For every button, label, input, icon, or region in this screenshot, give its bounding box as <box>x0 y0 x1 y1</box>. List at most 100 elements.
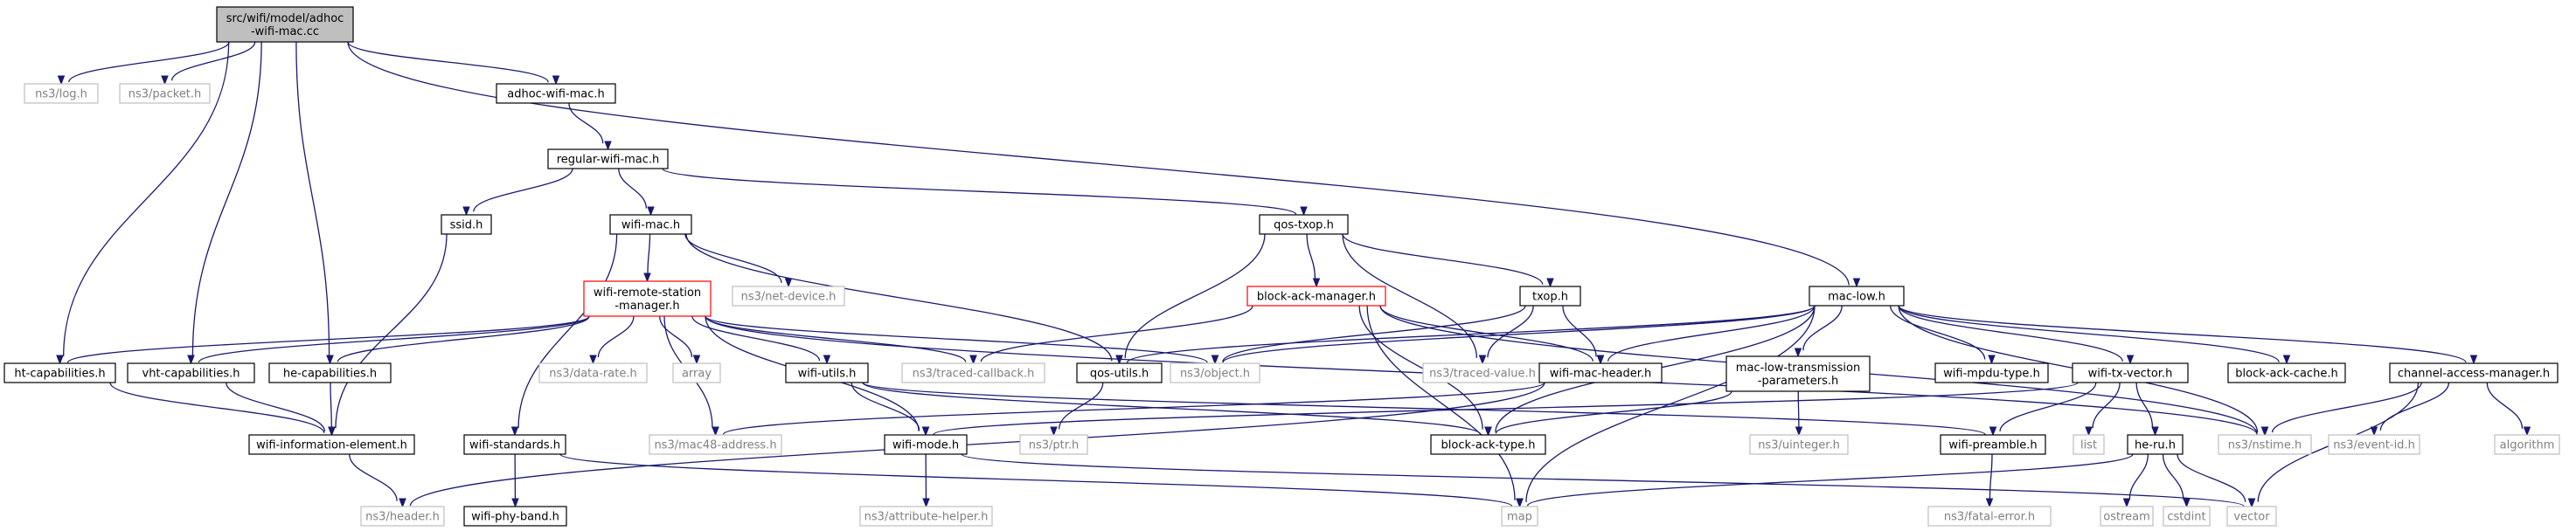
edge-line <box>198 315 590 363</box>
edge-arrowhead <box>784 278 793 288</box>
node-label: he-ru.h <box>2135 439 2176 452</box>
node-label: wifi-mode.h <box>892 439 959 452</box>
edge-remote-to-wifiutils <box>691 315 831 365</box>
node-box <box>496 83 616 104</box>
node-batype[interactable]: block-ack-type.h <box>1430 434 1546 455</box>
edge-arrowhead <box>1478 355 1487 365</box>
node-hecap[interactable]: he-capabilities.h <box>268 362 392 383</box>
node-box <box>649 434 782 455</box>
edge-wifimac-to-standards <box>510 233 618 437</box>
node-label: wifi-mac.h <box>621 219 680 232</box>
node-box <box>1927 506 2052 527</box>
node-wifiutils[interactable]: wifi-utils.h <box>785 362 869 383</box>
node-heru[interactable]: he-ru.h <box>2127 434 2184 455</box>
node-label: wifi-mpdu-type.h <box>1943 368 2040 381</box>
node-netdevice[interactable]: ns3/net-device.h <box>732 286 845 307</box>
edge-maclow-to-qosutils <box>1115 305 1816 365</box>
node-eventid[interactable]: ns3/event-id.h <box>2328 434 2420 455</box>
node-regular[interactable]: regular-wifi-mac.h <box>547 148 669 169</box>
node-ostream[interactable]: ostream <box>2100 506 2154 527</box>
edge-cam-to-algorithm <box>2486 382 2531 437</box>
node-txop[interactable]: txop.h <box>1519 286 1581 307</box>
node-object[interactable]: ns3/object.h <box>1170 362 1260 383</box>
node-label: wifi-remote-station <box>594 286 701 300</box>
node-header[interactable]: ns3/header.h <box>360 506 445 527</box>
node-preamble[interactable]: wifi-preamble.h <box>1940 434 2046 455</box>
node-txvector[interactable]: wifi-tx-vector.h <box>2072 362 2189 383</box>
node-log[interactable]: ns3/log.h <box>24 83 99 104</box>
node-mac48[interactable]: ns3/mac48-address.h <box>649 434 782 455</box>
edge-line <box>409 382 1545 507</box>
edge-line <box>295 41 330 356</box>
edge-line <box>980 305 1253 362</box>
node-cstdint[interactable]: cstdint <box>2163 506 2211 527</box>
node-standards[interactable]: wifi-standards.h <box>463 434 566 455</box>
node-packet[interactable]: ns3/packet.h <box>119 83 211 104</box>
node-htcap[interactable]: ht-capabilities.h <box>3 362 116 383</box>
node-tracedval[interactable]: ns3/traced-value.h <box>1422 362 1543 383</box>
node-mode[interactable]: wifi-mode.h <box>884 434 968 455</box>
node-map[interactable]: map <box>1501 506 1538 527</box>
node-qosutils[interactable]: qos-utils.h <box>1076 362 1163 383</box>
edge-arrowhead <box>1794 348 1802 358</box>
node-ssid[interactable]: ssid.h <box>441 214 492 235</box>
edge-line <box>2135 382 2154 428</box>
edge-arrowhead <box>328 426 336 437</box>
edge-remote-to-tracedcb <box>705 315 977 365</box>
node-box <box>2218 434 2312 455</box>
node-nstime[interactable]: ns3/nstime.h <box>2218 434 2312 455</box>
node-label: wifi-information-element.h <box>256 439 407 452</box>
node-box <box>1725 355 1871 392</box>
edge-line <box>337 315 590 362</box>
node-cam[interactable]: channel-access-manager.h <box>2389 362 2559 383</box>
edge-arrowhead <box>187 355 195 365</box>
node-wifimac[interactable]: wifi-mac.h <box>609 214 692 235</box>
node-adhoc[interactable]: adhoc-wifi-mac.h <box>496 83 616 104</box>
node-qostxop[interactable]: qos-txop.h <box>1259 214 1349 235</box>
node-datarate[interactable]: ns3/data-rate.h <box>538 362 648 383</box>
node-mpdutype[interactable]: wifi-mpdu-type.h <box>1934 362 2049 383</box>
node-box <box>538 362 648 383</box>
node-machdr[interactable]: wifi-mac-header.h <box>1538 362 1663 383</box>
edge-line <box>2486 382 2524 429</box>
node-tracedcb[interactable]: ns3/traced-callback.h <box>901 362 1045 383</box>
edge-heru-to-ostream <box>2122 453 2149 508</box>
edge-line <box>1342 233 1478 358</box>
node-box <box>268 362 392 383</box>
node-maclow[interactable]: mac-low.h <box>1809 286 1905 307</box>
edge-line <box>2092 382 2121 429</box>
edge-line <box>517 233 618 428</box>
node-label: ns3/uinteger.h <box>1758 439 1840 452</box>
edge-line <box>1989 453 1993 500</box>
node-vhtcap[interactable]: vht-capabilities.h <box>127 362 255 383</box>
edge-infoel-to-header <box>349 453 406 508</box>
node-label: ns3/header.h <box>365 511 440 524</box>
edge-line <box>347 41 1850 286</box>
node-ptr[interactable]: ns3/ptr.h <box>1019 434 1088 455</box>
edge-line <box>1802 305 1843 351</box>
node-root[interactable]: src/wifi/model/adhoc-wifi-mac.cc <box>216 6 354 43</box>
node-infoel[interactable]: wifi-information-element.h <box>248 434 415 455</box>
node-label: array <box>682 368 712 381</box>
node-remote[interactable]: wifi-remote-station-manager.h <box>583 280 712 317</box>
node-mltp[interactable]: mac-low-transmission-parameters.h <box>1725 355 1871 392</box>
node-box <box>1934 362 2049 383</box>
node-uinteger[interactable]: ns3/uinteger.h <box>1749 434 1849 455</box>
node-label: ns3/traced-value.h <box>1429 368 1536 381</box>
node-label: cstdint <box>2167 511 2205 524</box>
node-fatal[interactable]: ns3/fatal-error.h <box>1927 506 2052 527</box>
edge-line <box>68 41 230 83</box>
edges-layer <box>56 41 2531 508</box>
node-bam[interactable]: block-ack-manager.h <box>1246 286 1386 307</box>
node-label: wifi-preamble.h <box>1948 439 2037 452</box>
node-phyband[interactable]: wifi-phy-band.h <box>463 506 567 527</box>
node-array[interactable]: array <box>672 362 721 383</box>
node-vector[interactable]: vector <box>2226 506 2277 527</box>
node-list[interactable]: list <box>2073 434 2105 455</box>
edge-arrowhead <box>2126 355 2135 365</box>
node-algorithm[interactable]: algorithm <box>2494 434 2560 455</box>
node-attrhelper[interactable]: ns3/attribute-helper.h <box>859 506 993 527</box>
edge-qostxop-to-txop <box>1342 233 1554 288</box>
node-label: vht-capabilities.h <box>142 368 240 381</box>
node-bacache[interactable]: block-ack-cache.h <box>2227 362 2346 383</box>
